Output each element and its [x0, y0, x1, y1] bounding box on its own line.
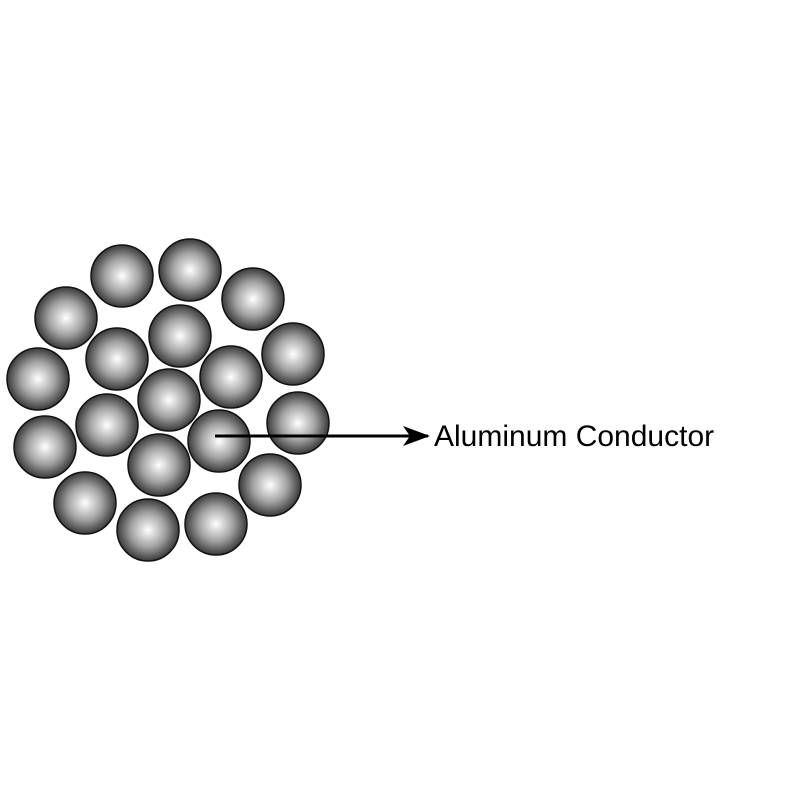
conductor-strand	[34, 286, 98, 350]
conductor-strand	[158, 238, 222, 302]
conductor-strand	[116, 498, 180, 562]
conductor-strand	[199, 345, 263, 409]
conductor-strand	[13, 415, 77, 479]
arrow-head	[403, 426, 430, 446]
conductor-strand	[221, 267, 285, 331]
conductor-strand	[6, 347, 70, 411]
conductor-cross-section	[6, 238, 330, 562]
conductor-strand	[85, 327, 149, 391]
conductor-strand	[127, 433, 191, 497]
conductor-strand	[53, 471, 117, 535]
conductor-strand	[137, 368, 201, 432]
conductor-strand	[187, 409, 251, 473]
conductor-strand	[90, 244, 154, 308]
conductor-strand	[261, 322, 325, 386]
conductor-strand	[148, 304, 212, 368]
conductor-strand	[75, 393, 139, 457]
conductor-strand	[184, 492, 248, 556]
conductor-label: Aluminum Conductor	[434, 420, 715, 453]
conductor-strand	[238, 453, 302, 517]
callout-arrow	[215, 426, 430, 446]
conductor-strand	[266, 391, 330, 455]
